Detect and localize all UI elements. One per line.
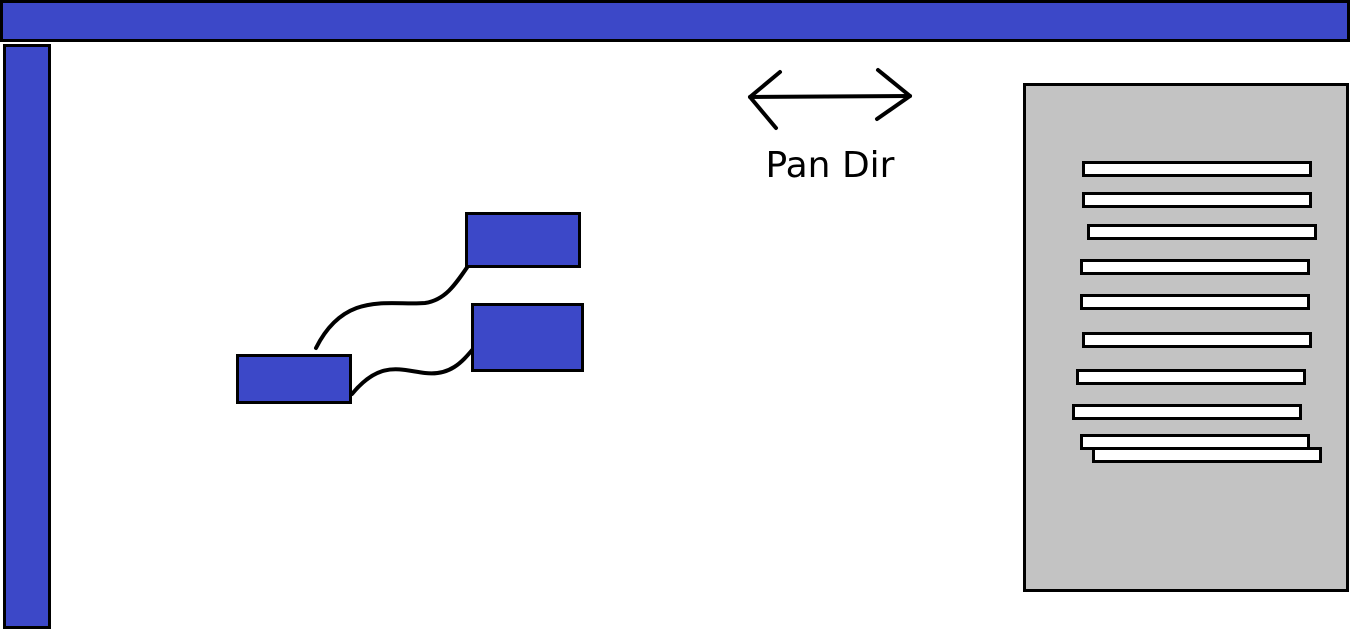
document-text-line xyxy=(1080,259,1310,275)
top-toolbar xyxy=(0,0,1350,42)
double-arrow-horizontal-icon xyxy=(748,68,912,130)
document-text-line xyxy=(1092,447,1322,463)
document-text-line xyxy=(1082,192,1312,208)
document-text-line xyxy=(1087,224,1317,240)
pan-direction-label: Pan Dir xyxy=(765,145,895,186)
edge-a-to-b xyxy=(314,264,470,350)
graph-node[interactable] xyxy=(465,212,581,268)
document-text-line xyxy=(1082,332,1312,348)
edge-a-to-c xyxy=(350,347,475,396)
document-text-line xyxy=(1076,369,1306,385)
document-text-line xyxy=(1072,404,1302,420)
left-sidebar xyxy=(3,44,51,629)
graph-node[interactable] xyxy=(236,354,352,404)
document-text-line xyxy=(1082,161,1312,177)
document-panel xyxy=(1023,83,1349,592)
graph-node[interactable] xyxy=(471,303,584,372)
document-text-line xyxy=(1080,294,1310,310)
